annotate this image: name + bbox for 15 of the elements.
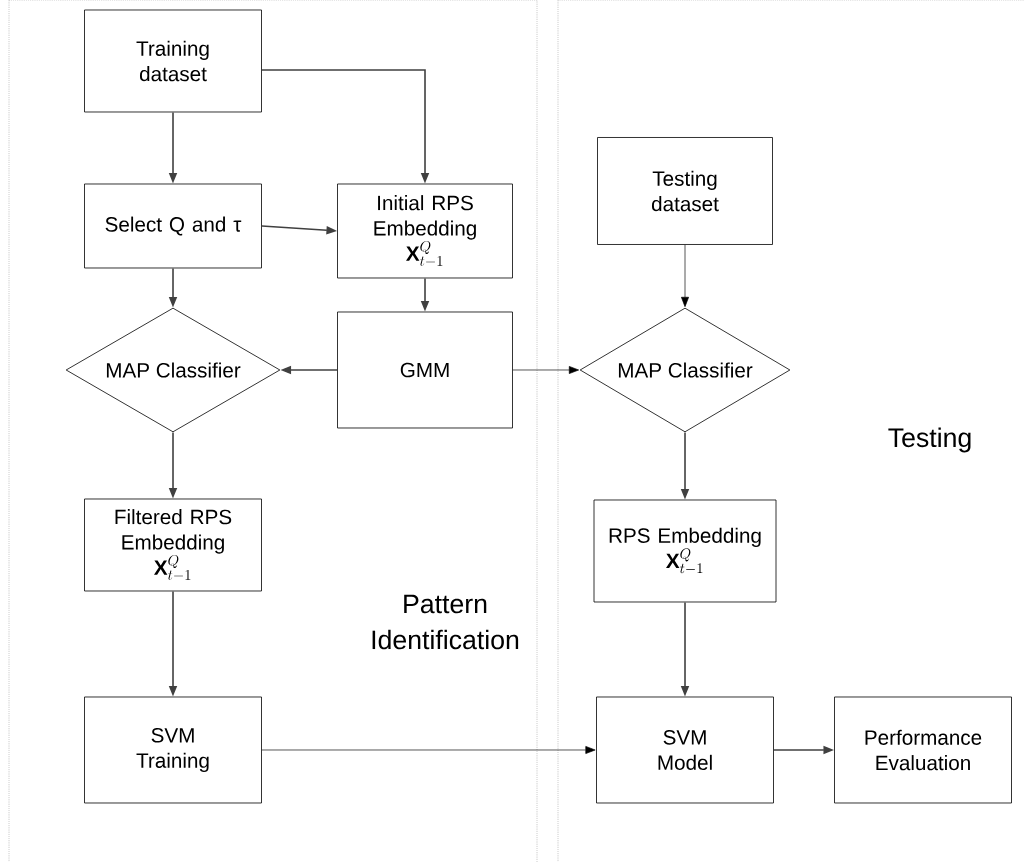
process-box: Testing dataset xyxy=(597,137,773,245)
panel-title: Testing xyxy=(888,427,971,453)
process-box: SVM Training xyxy=(84,696,262,804)
arrow xyxy=(681,244,689,307)
arrow xyxy=(261,746,596,754)
process-box: Performance Evaluation xyxy=(834,696,1012,804)
process-box: RPS Embedding $\mathbf{X}_{t-1}^{Q}$ xyxy=(593,499,777,603)
process-box: SVM Model xyxy=(596,696,774,804)
process-box: Initial RPS Embedding $\mathbf{X}_{t-1}^{Q}$ xyxy=(337,183,513,279)
process-box: Select Q and τ xyxy=(84,183,262,269)
process-box: Filtered RPS Embedding $\mathbf{X}_{t-1}^{Q}$ xyxy=(84,498,262,592)
process-box: Training dataset xyxy=(84,9,262,113)
process-box: GMM xyxy=(337,311,513,429)
panel-title: Pattern Identification xyxy=(372,594,519,650)
arrow xyxy=(512,366,579,374)
